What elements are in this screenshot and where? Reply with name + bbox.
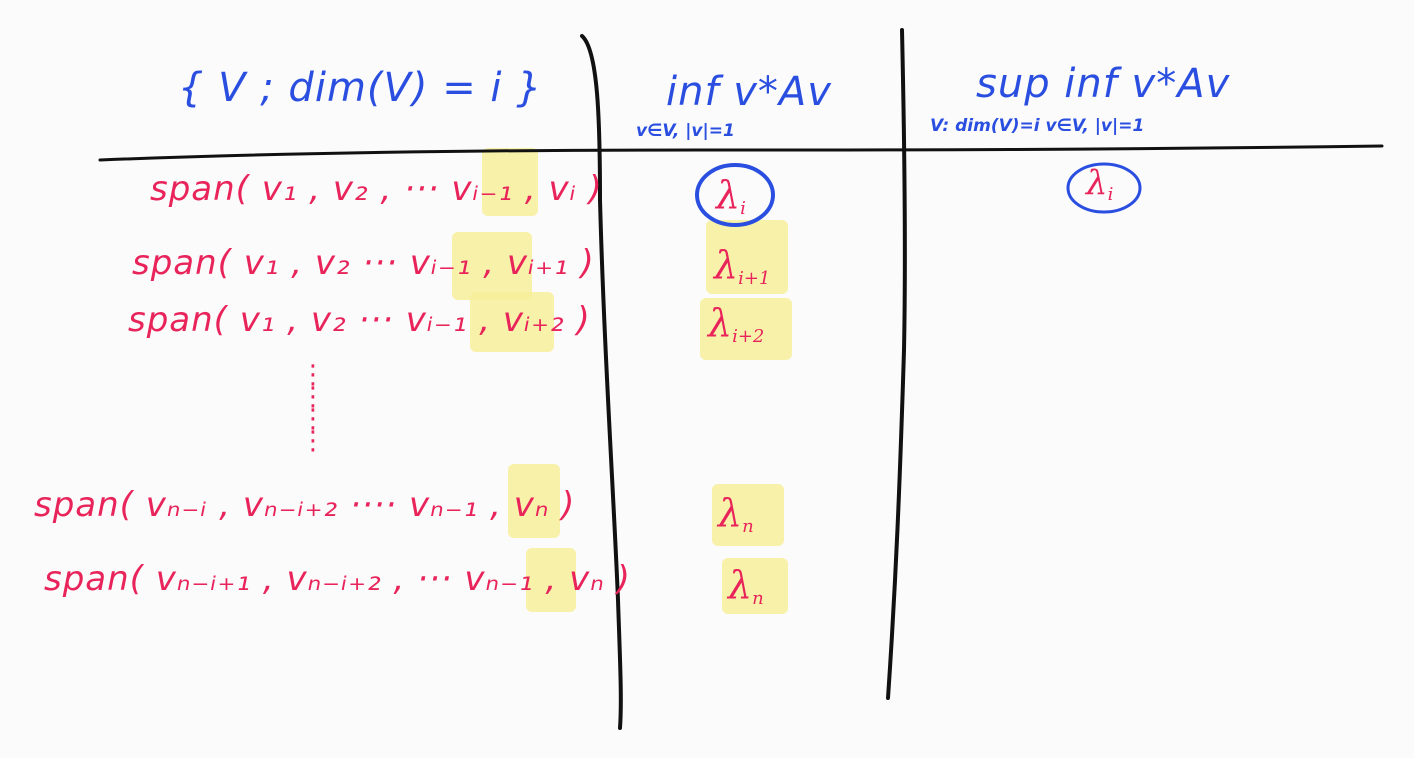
highlight-vi xyxy=(482,148,538,216)
highlight-lambda-i2 xyxy=(700,298,792,360)
column-divider-1 xyxy=(580,34,623,730)
highlight-vn-1 xyxy=(508,464,560,538)
highlight-lambda-i1 xyxy=(706,220,788,294)
highlight-lambda-n1 xyxy=(712,484,784,546)
span-row-4: span( vₙ₋ᵢ , vₙ₋ᵢ₊₂ ···· vₙ₋₁ , vₙ ) xyxy=(34,485,576,525)
lambda-symbol: λ xyxy=(716,173,741,217)
lambda-symbol: λ xyxy=(708,301,733,345)
vdots-glyph-3: ⋮ xyxy=(300,404,326,434)
result-lambda: λi xyxy=(1086,166,1113,204)
lambda-row-2: λi+1 xyxy=(714,246,770,288)
lambda-symbol: λ xyxy=(1086,163,1108,203)
lambda-subscript: i+1 xyxy=(738,268,771,289)
lambda-row-1: λi xyxy=(716,176,746,218)
lambda-row-5: λn xyxy=(728,566,764,608)
header-col1: { V ; dim(V) = i } xyxy=(178,65,543,111)
span-row-3: span( v₁ , v₂ ··· vᵢ₋₁ , vᵢ₊₂ ) xyxy=(128,300,591,340)
highlight-vn-2 xyxy=(526,548,576,612)
vdots-glyph-4: ⋮ xyxy=(300,426,326,456)
span-row-1: span( v₁ , v₂ , ··· vᵢ₋₁ , vᵢ ) xyxy=(150,169,603,209)
lambda-symbol: λ xyxy=(714,243,739,287)
lambda-subscript: i+2 xyxy=(732,326,765,347)
header-col2-sub: v∈V, |v|=1 xyxy=(636,121,735,141)
lambda-subscript: n xyxy=(752,588,764,609)
header-col3-sub: V: dim(V)=i v∈V, |v|=1 xyxy=(930,116,1145,136)
header-col3-main: sup inf v*Av xyxy=(976,61,1231,107)
highlight-lambda-n2 xyxy=(722,558,788,614)
span-row-2: span( v₁ , v₂ ··· vᵢ₋₁ , vᵢ₊₁ ) xyxy=(132,243,595,283)
lambda-row-4: λn xyxy=(718,494,754,536)
lambda-row-3: λi+2 xyxy=(708,304,764,346)
lambda-subscript: n xyxy=(742,516,754,537)
highlight-vi1 xyxy=(452,232,532,300)
lambda-symbol: λ xyxy=(718,491,743,535)
circle-lambda-i xyxy=(695,163,775,227)
lambda-subscript: i xyxy=(740,198,746,219)
circle-result xyxy=(1066,162,1142,214)
header-col2-main: inf v*Av xyxy=(666,69,832,115)
highlight-vi2 xyxy=(470,292,554,352)
span-row-5: span( vₙ₋ᵢ₊₁ , vₙ₋ᵢ₊₂ , ··· vₙ₋₁ , vₙ ) xyxy=(44,559,631,599)
vdots-glyph-1: ⋮ xyxy=(300,360,326,390)
vertical-dots: ⋮ ⋮ ⋮ ⋮ xyxy=(300,362,326,454)
column-divider-2 xyxy=(886,28,907,700)
lambda-subscript: i xyxy=(1107,184,1114,205)
horizontal-rule xyxy=(98,144,1384,162)
lambda-symbol: λ xyxy=(728,563,753,607)
vdots-glyph-2: ⋮ xyxy=(300,382,326,412)
